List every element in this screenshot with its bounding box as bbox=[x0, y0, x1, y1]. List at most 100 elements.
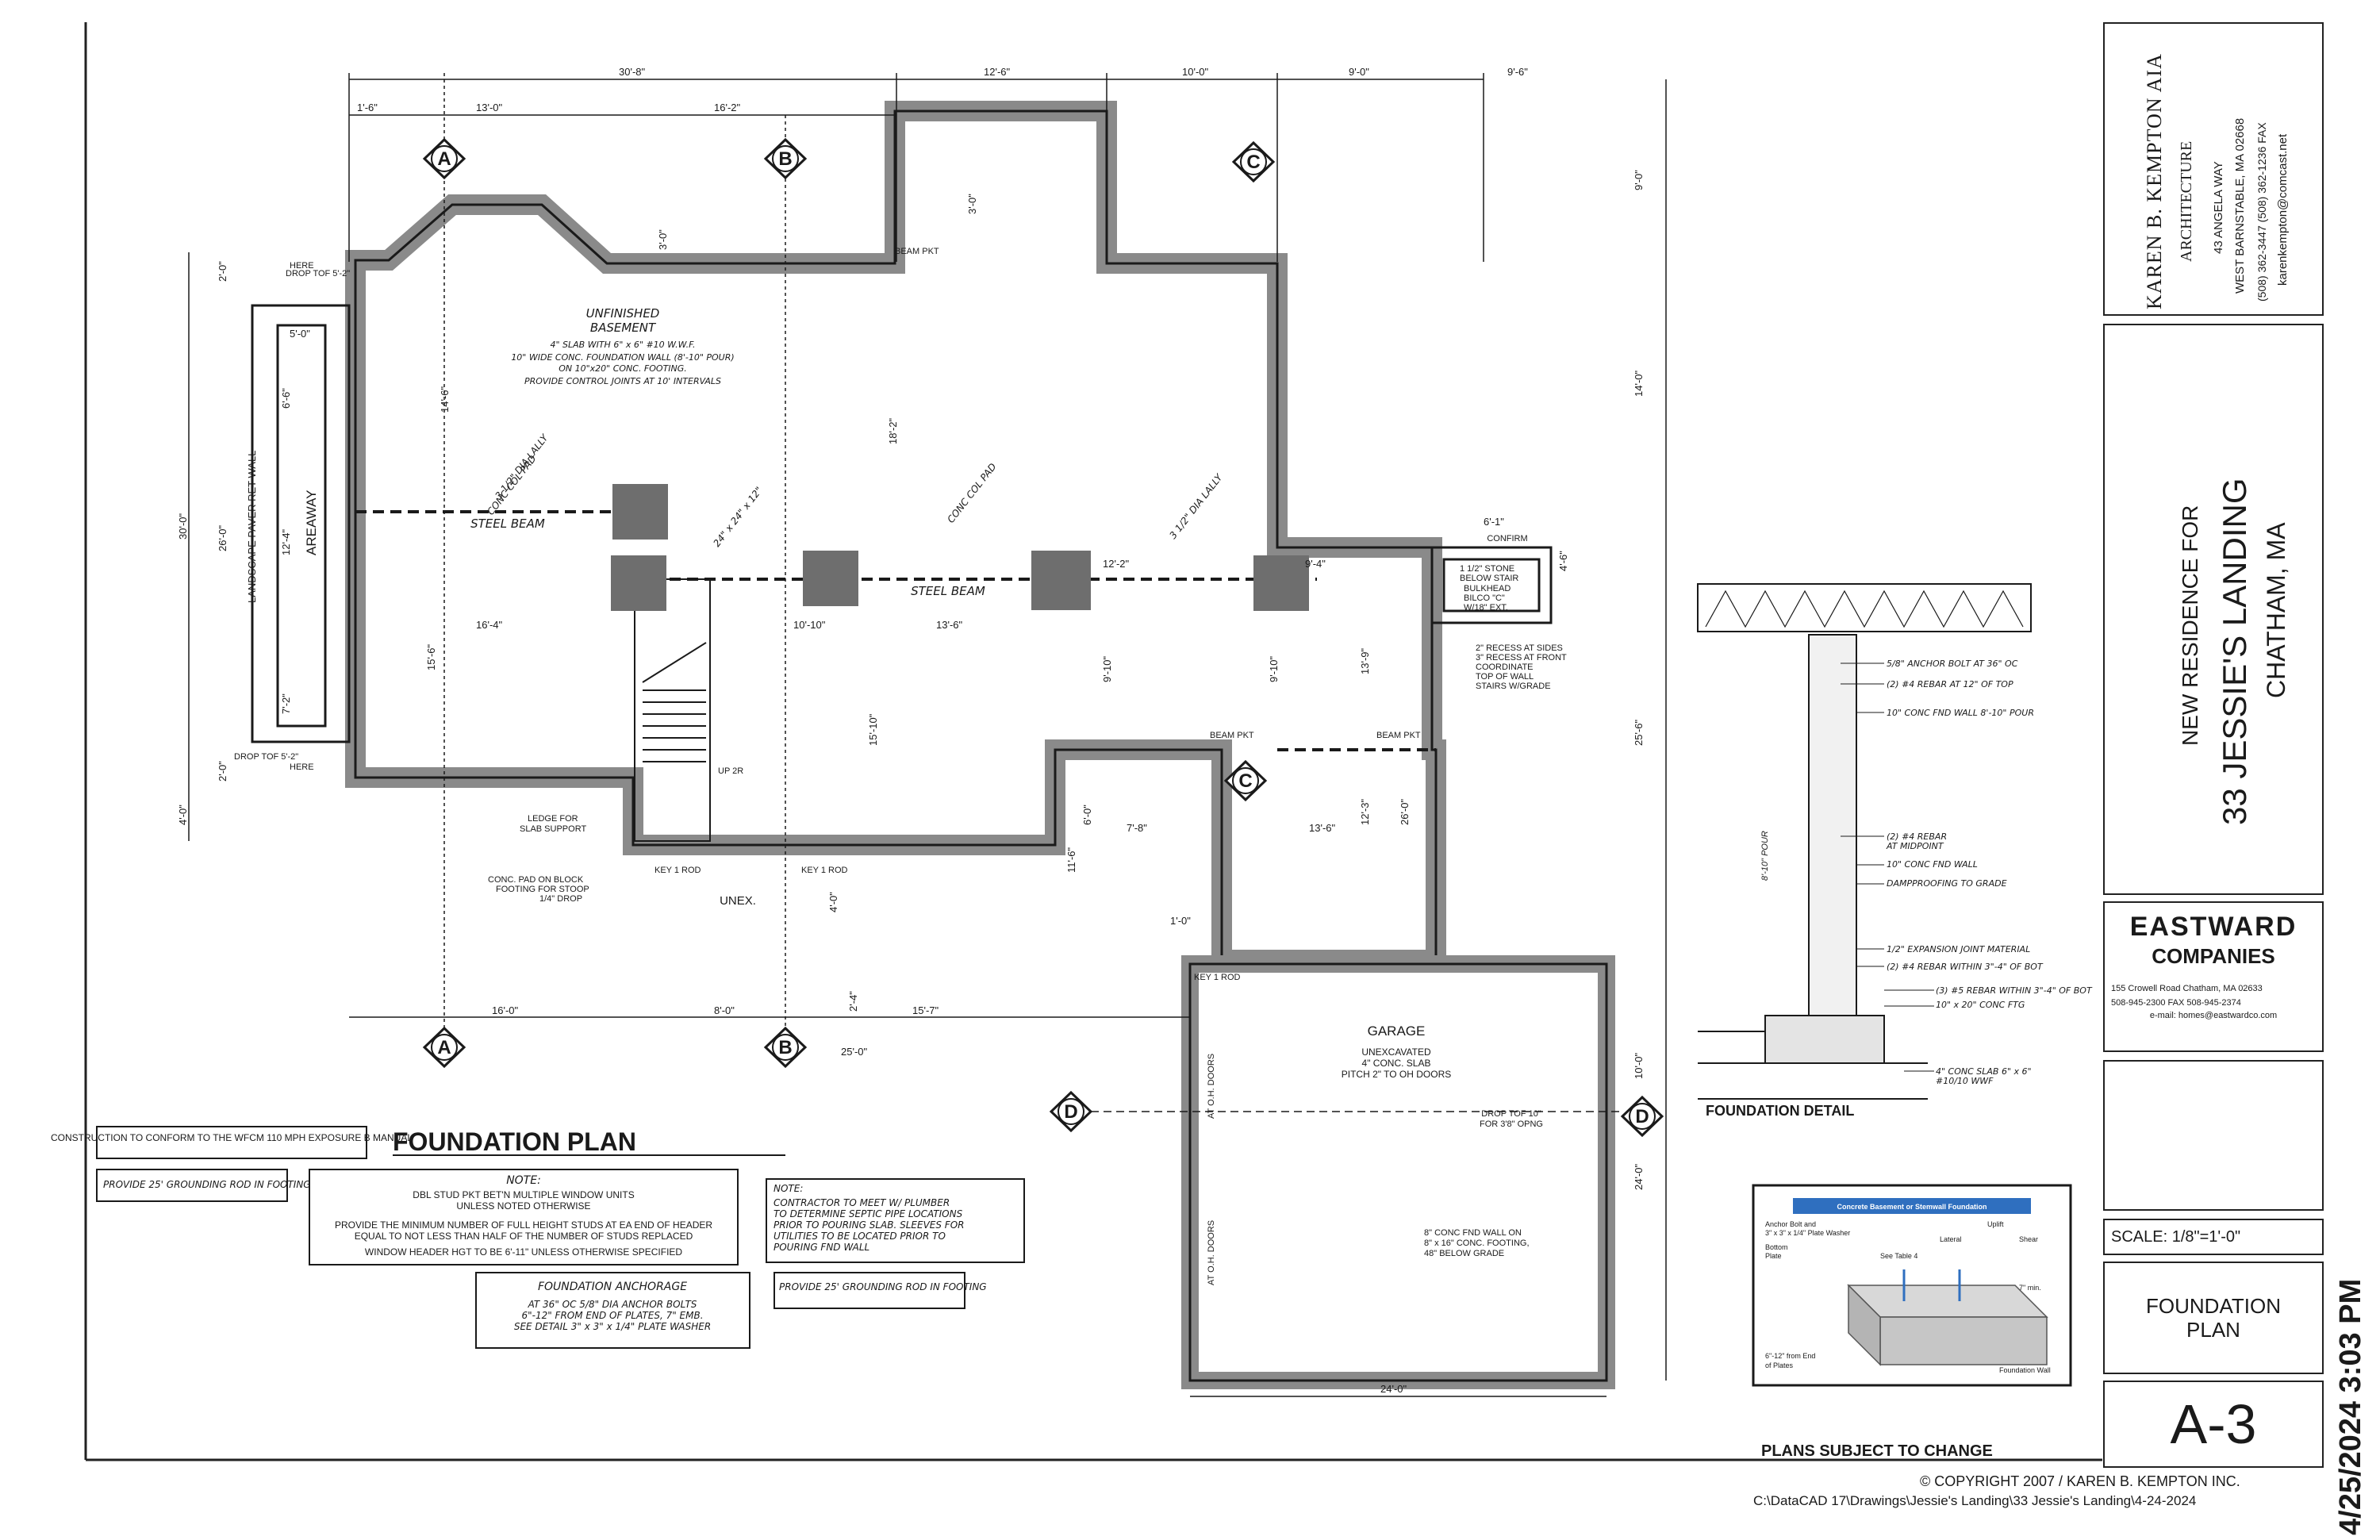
detail-line-12: 4" CONC SLAB 6" x 6" bbox=[1936, 1066, 2032, 1077]
room-labels: UNFINISHED BASEMENT 4" SLAB WITH 6" x 6"… bbox=[470, 306, 1543, 1129]
unex-label: UNEX. bbox=[720, 894, 756, 908]
dimension-lines bbox=[188, 73, 1667, 1397]
title-block-sheet-number: A-3 bbox=[2103, 1381, 2324, 1468]
grid-marker-b-bottom: B bbox=[763, 1026, 808, 1069]
basement-note-3: ON 10"x20" CONC. FOOTING. bbox=[559, 363, 687, 374]
steel-beam-label-1: STEEL BEAM bbox=[470, 517, 545, 531]
stone-1: 1 1/2" STONE bbox=[1460, 564, 1514, 574]
inset-label-8: See Table 4 bbox=[1880, 1252, 1917, 1260]
basement-title: UNFINISHED bbox=[586, 306, 660, 321]
inset-label-5: Uplift bbox=[1987, 1220, 2004, 1228]
title-block-architect: KAREN B. KEMPTON AIA ARCHITECTURE 43 ANG… bbox=[2103, 22, 2324, 316]
key-rod-1: KEY 1 ROD bbox=[654, 866, 701, 875]
sheet-title: FOUNDATION PLAN bbox=[2146, 1294, 2281, 1342]
svg-text:D: D bbox=[1064, 1101, 1077, 1123]
inset-label-10: 6"-12" from End bbox=[1765, 1352, 1815, 1360]
drawing-title: FOUNDATION PLAN bbox=[393, 1127, 636, 1156]
dim-top2-1: 1'-6" bbox=[357, 102, 378, 113]
detail-line-6: 10" CONC FND WALL bbox=[1887, 859, 1978, 870]
detail-line-11: 10" x 20" CONC FTG bbox=[1936, 1000, 2025, 1010]
dim-top-3: 10'-0" bbox=[1182, 66, 1209, 78]
key-rod-3: KEY 1 ROD bbox=[1194, 973, 1241, 982]
builder-name: EASTWARD bbox=[2129, 912, 2297, 942]
conc-fnd-3: 48" BELOW GRADE bbox=[1424, 1249, 1504, 1258]
basement-note-1: 4" SLAB WITH 6" x 6" #10 W.W.F. bbox=[550, 340, 695, 350]
note-line-2: UNLESS NOTED OTHERWISE bbox=[456, 1200, 590, 1212]
here-1: HERE bbox=[290, 261, 314, 271]
anchorage-heading: FOUNDATION ANCHORAGE bbox=[538, 1281, 687, 1293]
architect-phone: (508) 362-3447 (508) 362-1236 FAX bbox=[2255, 122, 2268, 301]
note2-line-2: TO DETERMINE SEPTIC PIPE LOCATIONS bbox=[774, 1208, 963, 1219]
drop-for-ohd: FOR 3'8" OPNG bbox=[1480, 1119, 1543, 1129]
column-pads bbox=[611, 484, 1309, 611]
sheet-number: A-3 bbox=[2170, 1393, 2257, 1455]
conformance-note: CONSTRUCTION TO CONFORM TO THE WFCM 110 … bbox=[51, 1132, 413, 1143]
detail-title: FOUNDATION DETAIL bbox=[1706, 1103, 1854, 1119]
title-block-builder: EASTWARD COMPANIES 155 Crowell Road Chat… bbox=[2103, 901, 2324, 1052]
dim-int-16-4: 16'-4" bbox=[476, 619, 503, 631]
project-for: NEW RESIDENCE FOR bbox=[2178, 505, 2202, 746]
basement-title-2: BASEMENT bbox=[590, 321, 657, 335]
svg-text:A: A bbox=[437, 1037, 451, 1058]
dim-bottom-1: 16'-0" bbox=[492, 1004, 519, 1016]
architect-name: KAREN B. KEMPTON AIA bbox=[2143, 53, 2166, 309]
basement-note-4: PROVIDE CONTROL JOINTS AT 10' INTERVALS bbox=[524, 376, 721, 386]
detail-line-9: (2) #4 REBAR WITHIN 3"-4" OF BOT bbox=[1887, 962, 2044, 972]
dim-int-4-0: 4'-0" bbox=[827, 892, 839, 912]
column-note-5: 3 1/2" DIA LALLY bbox=[1167, 471, 1225, 541]
plans-subject-to-change: PLANS SUBJECT TO CHANGE bbox=[1761, 1442, 1993, 1460]
beam-pkt-1: BEAM PKT bbox=[895, 247, 939, 256]
detail-line-5: AT MIDPOINT bbox=[1886, 841, 1944, 851]
dim-bottom-5: 24'-0" bbox=[1380, 1383, 1407, 1395]
drop-top-1: DROP TOF 5'-2" bbox=[286, 269, 350, 278]
key-rod-2: KEY 1 ROD bbox=[801, 866, 848, 875]
dim-int-11-6: 11'-6" bbox=[1065, 847, 1077, 873]
dim-int-15-10: 15'-10" bbox=[867, 713, 879, 746]
title-block-blank bbox=[2103, 1060, 2324, 1211]
dim-int-13-6: 13'-6" bbox=[936, 619, 963, 631]
areaway-label: AREAWAY bbox=[304, 490, 319, 556]
detail-line-2: (2) #4 REBAR AT 12" OF TOP bbox=[1887, 679, 2013, 689]
stone-2: BELOW STAIR bbox=[1460, 574, 1518, 583]
note-line-3: PROVIDE THE MINIMUM NUMBER OF FULL HEIGH… bbox=[335, 1219, 712, 1231]
notes-boxes bbox=[96, 1126, 1025, 1349]
inset-label-6: Lateral bbox=[1940, 1235, 1962, 1243]
date-stamp: 4/25/2024 3:03 PM bbox=[2334, 1278, 2367, 1535]
dim-int-18-2: 18'-2" bbox=[887, 417, 899, 444]
copyright: © COPYRIGHT 2007 / KAREN B. KEMPTON INC. bbox=[1920, 1473, 2240, 1489]
beam-pkt-2: BEAM PKT bbox=[1210, 731, 1254, 740]
ledge-2: SLAB SUPPORT bbox=[520, 824, 586, 834]
up-2r: UP 2R bbox=[718, 766, 743, 776]
dim-int-6-0: 6'-0" bbox=[1081, 805, 1093, 825]
detail-line-1: 5/8" ANCHOR BOLT AT 36" OC bbox=[1887, 659, 2018, 669]
inset-label-2: 3" x 3" x 1/4" Plate Washer bbox=[1765, 1229, 1850, 1237]
dim-int-9-4: 9'-4" bbox=[1305, 558, 1326, 570]
foundation-detail-drawing bbox=[1697, 583, 2032, 1100]
garage-title: GARAGE bbox=[1368, 1023, 1426, 1039]
inset-title: Concrete Basement or Stemwall Foundation bbox=[1837, 1203, 1987, 1211]
grid-marker-c-top: C bbox=[1231, 140, 1276, 183]
dim-int-6-1: 6'-1" bbox=[1484, 516, 1504, 528]
grid-marker-c-mid: C bbox=[1223, 759, 1268, 802]
detail-line-7: DAMPPROOFING TO GRADE bbox=[1887, 878, 2007, 889]
stone-3: BULKHEAD bbox=[1464, 584, 1511, 593]
note2-line-4: UTILITIES TO BE LOCATED PRIOR TO bbox=[774, 1231, 946, 1242]
confirm-label: CONFIRM bbox=[1487, 534, 1527, 543]
dim-areaway-6-6: 6'-6" bbox=[280, 388, 292, 409]
title-block-scale: SCALE: 1/8"=1'-0" bbox=[2103, 1219, 2324, 1255]
dim-int-14-6: 14'-6" bbox=[439, 386, 451, 413]
svg-text:D: D bbox=[1635, 1106, 1649, 1127]
grounding-note-2: PROVIDE 25' GROUNDING ROD IN FOOTING bbox=[779, 1281, 987, 1292]
title-block-project: NEW RESIDENCE FOR 33 JESSIE'S LANDING CH… bbox=[2103, 324, 2324, 895]
stone-5: W/18" EXT. bbox=[1464, 603, 1508, 613]
anchorage-line-3: SEE DETAIL 3" x 3" x 1/4" PLATE WASHER bbox=[514, 1321, 711, 1332]
recess-1: 2" RECESS AT SIDES bbox=[1476, 643, 1563, 653]
detail-line-4: (2) #4 REBAR bbox=[1887, 831, 1947, 842]
note-line-4: EQUAL TO NOT LESS THAN HALF OF THE NUMBE… bbox=[355, 1231, 693, 1242]
drop-top-garage: DROP TOF 10" bbox=[1481, 1109, 1541, 1119]
svg-text:C: C bbox=[1238, 770, 1252, 792]
title-block-sheet-title: FOUNDATION PLAN bbox=[2103, 1262, 2324, 1374]
inset-label-4: Plate bbox=[1765, 1252, 1782, 1260]
steel-beam-label-2: STEEL BEAM bbox=[911, 584, 985, 598]
dim-bottom-3: 15'-7" bbox=[912, 1004, 939, 1016]
